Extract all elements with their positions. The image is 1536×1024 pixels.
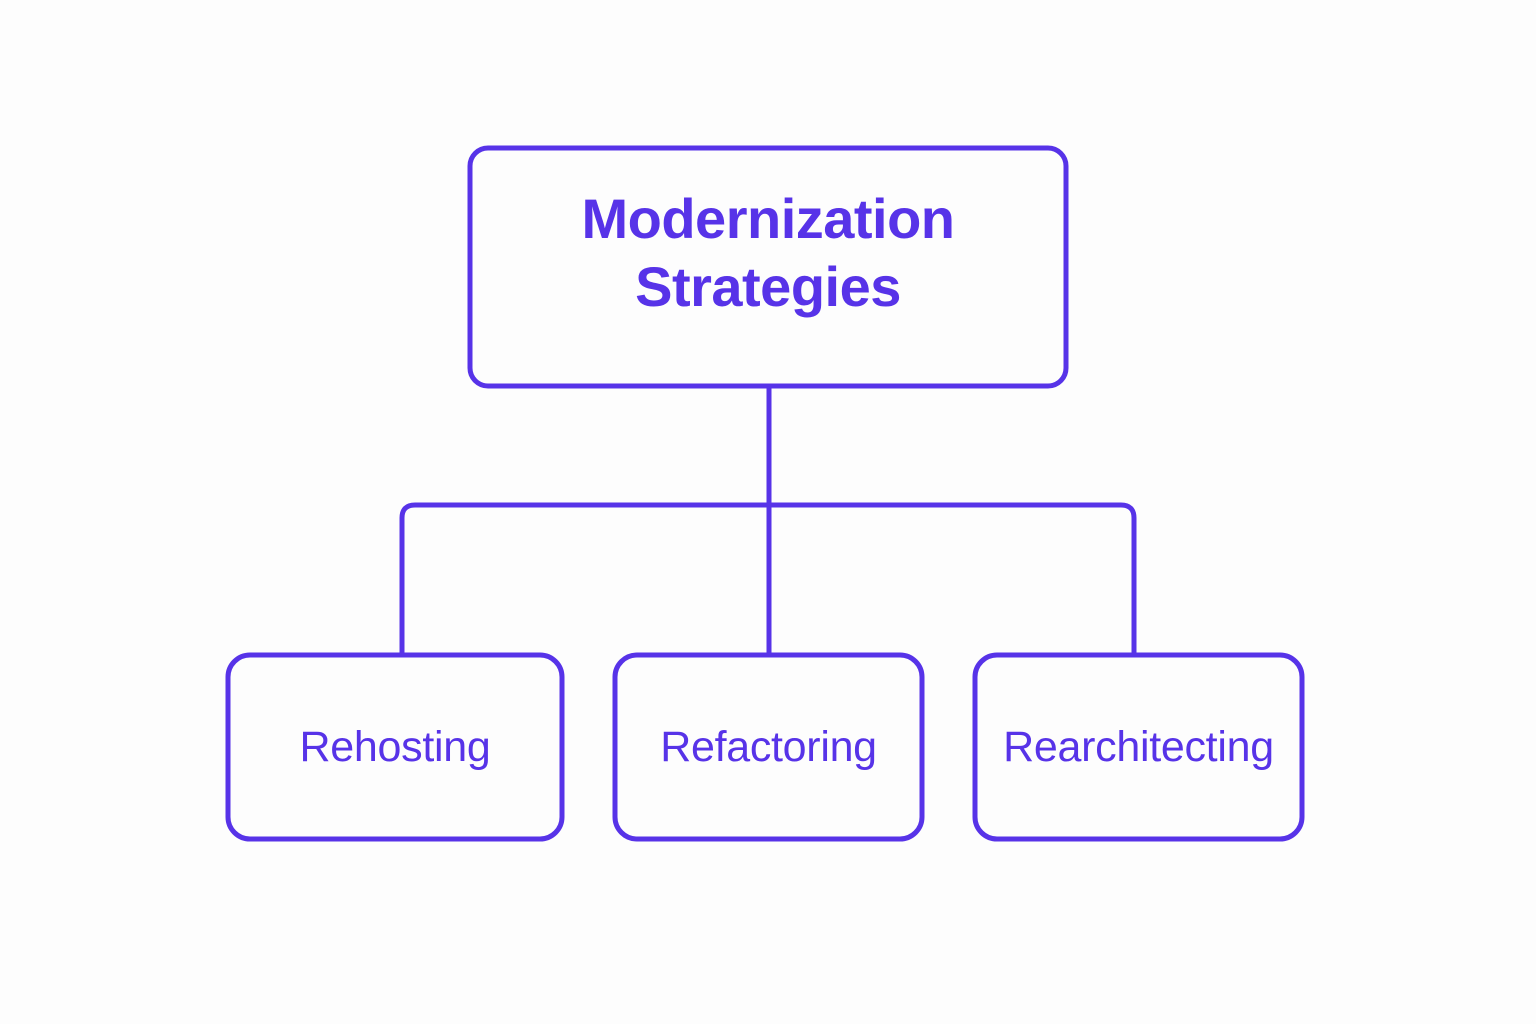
child-node-box-rearchitecting[interactable] bbox=[972, 652, 1305, 842]
connector-group bbox=[399, 386, 1137, 655]
node-group bbox=[225, 145, 1305, 842]
child-node-box-rehosting[interactable] bbox=[225, 652, 565, 842]
child-node-box-refactoring[interactable] bbox=[612, 652, 925, 842]
root-node-box[interactable] bbox=[467, 145, 1069, 389]
